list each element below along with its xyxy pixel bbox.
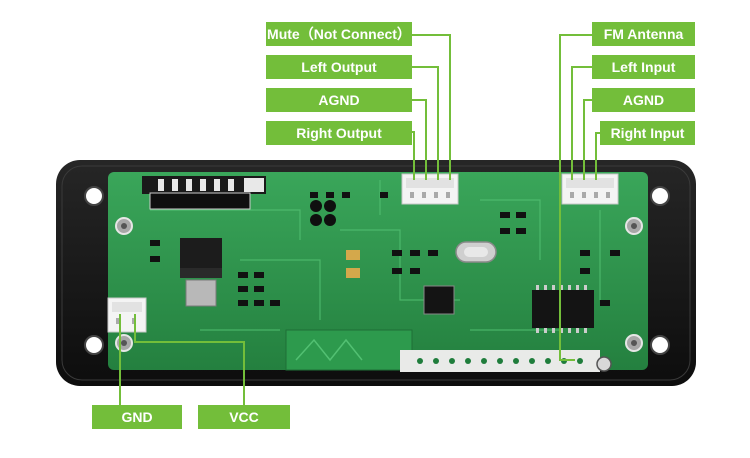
pin-header-row [400,350,612,372]
leader-left-input [571,66,592,180]
frame-hole-bottom-left [84,335,104,355]
leader-fm-antenna [559,34,592,361]
connector-audio-input [561,173,619,205]
frame-hole-bottom-right [650,335,670,355]
voltage-regulator [180,238,222,307]
crystal [455,241,497,263]
label-right-input: Right Input [600,121,695,145]
pcb [108,172,648,370]
leader-agnd-right [583,99,592,180]
bt-submodule [285,329,413,371]
label-left-output: Left Output [266,55,412,79]
connector-audio-output [401,173,459,205]
label-gnd: GND [92,405,182,429]
label-left-input: Left Input [592,55,695,79]
label-agnd-left: AGND [266,88,412,112]
leader-agnd-left [412,99,427,180]
frame-hole-top-left [84,186,104,206]
leader-right-output [412,131,415,180]
leader-lines [119,34,600,405]
leader-right-input [595,132,600,180]
ribbon-connector [142,176,266,210]
connector-power [107,297,147,333]
leader-left-output [412,66,439,180]
label-vcc: VCC [198,405,290,429]
capacitors [310,200,360,278]
label-right-output: Right Output [266,121,412,145]
leader-mute [412,34,451,180]
ssop-chip [532,285,594,333]
leader-vcc [134,314,245,405]
label-fm-antenna: FM Antenna [592,22,695,46]
frame-hole-top-right [650,186,670,206]
smd-components [150,192,620,306]
qfn-chip [423,285,455,315]
label-mute: Mute（Not Connect） [266,22,412,46]
label-agnd-right: AGND [592,88,695,112]
